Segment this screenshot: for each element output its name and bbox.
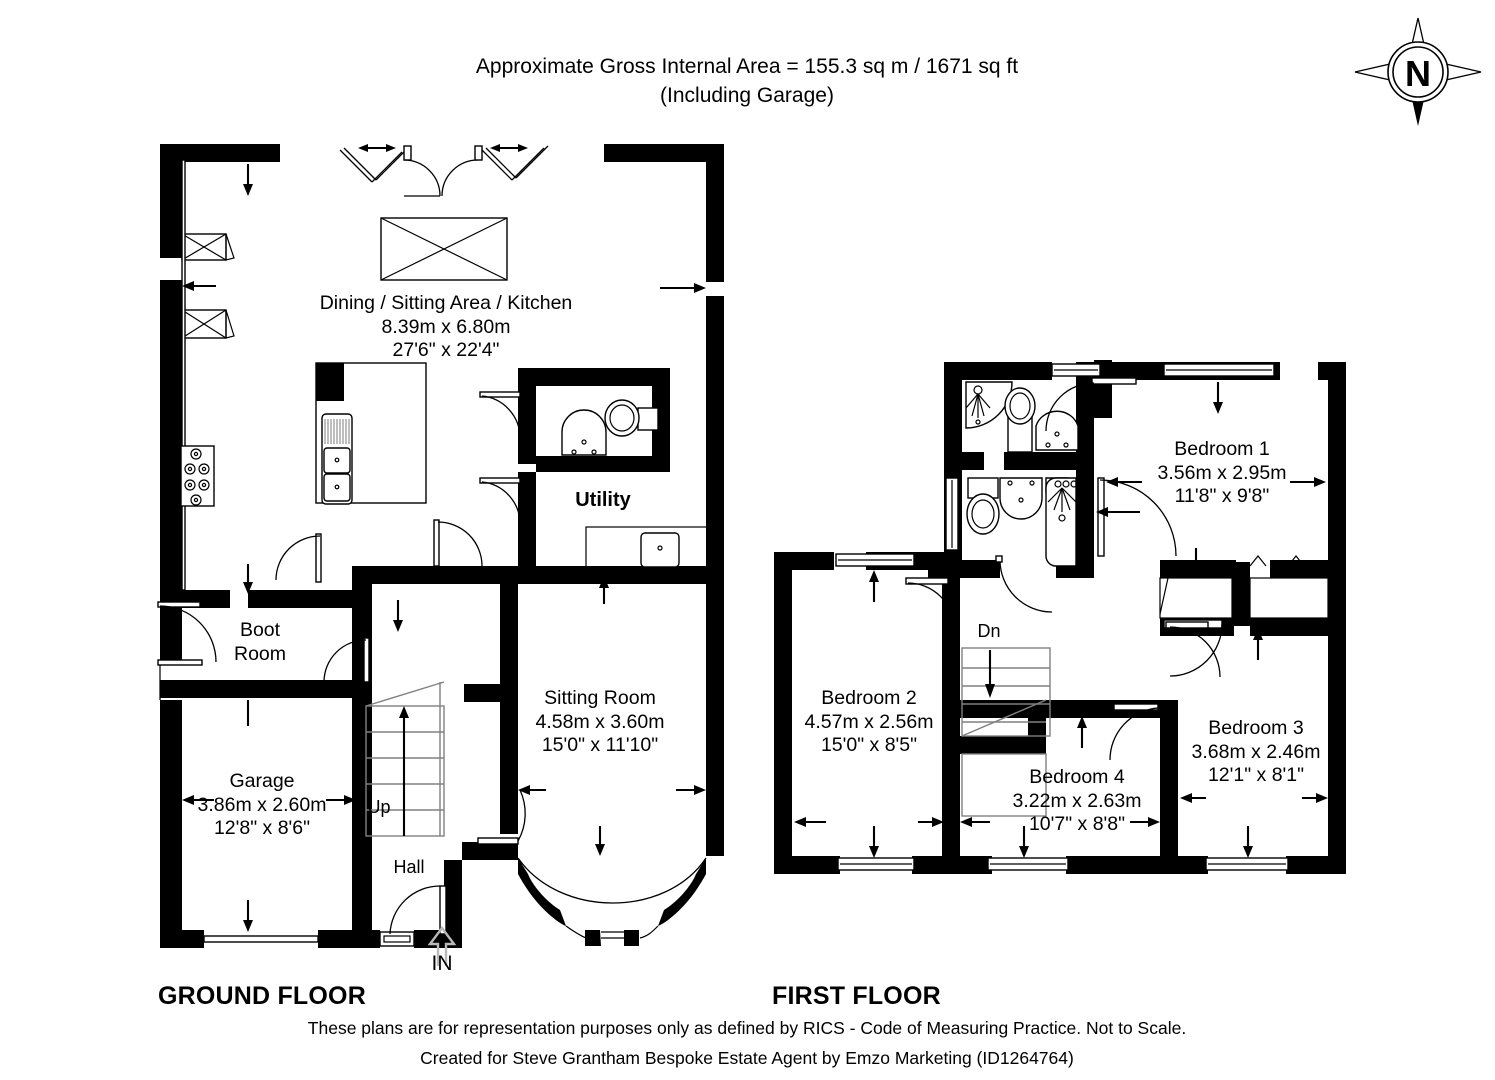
room-label-sitting-room: Sitting Room 4.58m x 3.60m 15'0" x 11'10… [536,687,665,758]
room-metric: 8.39m x 6.80m [381,315,511,338]
room-imperial: 10'7" x 8'8" [1028,813,1126,835]
room-imperial: 12'8" x 8'6" [213,817,311,839]
room-imperial: 15'0" x 11'10" [541,734,659,756]
staircase-down [961,647,1051,817]
window-ensuite [1051,363,1101,377]
room-name: Bedroom 3 [1208,717,1304,739]
room-metric: 3.22m x 2.63m [1012,789,1142,812]
entrance-label: IN [431,952,453,975]
wc-fittings [561,399,659,456]
svg-text:N: N [1405,53,1431,94]
bifold-slide-arrow-left [358,144,396,152]
garage-door [203,935,319,943]
utility-sink-icon [640,532,680,574]
basin-icon-bathroom [999,477,1043,520]
window-bathroom-side [945,477,959,551]
room-label-bedroom-4: Bedroom 4 3.22m x 2.63m 10'7" x 8'8" [1013,766,1142,837]
toilet-icon [604,399,659,437]
window-bedroom1 [1163,363,1275,377]
toilet-icon-ensuite [1004,387,1036,453]
first-floor-windows [835,363,1345,871]
room-label-bedroom-3: Bedroom 3 3.68m x 2.46m 12'1" x 8'1" [1192,717,1321,788]
boot-room-line1: Boot [239,619,281,641]
ground-dimension-arrows [182,164,706,932]
hob-icon [180,445,215,507]
first-floor-title: FIRST FLOOR [772,982,941,1010]
room-label-utility: Utility [575,489,631,513]
basin-icon [561,409,607,456]
north-compass-rose: N [1354,17,1482,126]
bath-shower-icon [1045,477,1078,567]
room-name: Bedroom 1 [1174,438,1270,460]
room-metric: 3.56m x 2.95m [1157,461,1287,484]
sink-icon [321,413,353,505]
window-landing [1249,555,1305,567]
room-label-garage: Garage 3.86m x 2.60m 12'8" x 8'6" [198,770,327,841]
basin-icon-ensuite [1035,410,1079,451]
room-imperial: 27'6" x 22'4" [392,339,500,361]
window-bedroom3-bottom [1205,857,1289,871]
window-bedroom1-side [1331,409,1345,412]
bathroom-fittings [966,477,1078,567]
gross-internal-area-line1: Approximate Gross Internal Area = 155.3 … [475,55,1019,78]
dining-table [380,217,508,281]
first-dimension-arrows [794,382,1328,858]
room-name: Sitting Room [544,687,656,709]
entrance-arrow-icon [427,926,457,966]
room-name: Utility [575,489,631,511]
room-label-bedroom-2: Bedroom 2 4.57m x 2.56m 15'0" x 8'5" [805,687,934,758]
first-floor-walls [774,360,1346,874]
room-label-boot-room: Boot Room [234,619,286,666]
room-name: Bedroom 2 [821,687,917,709]
staircase-up [365,681,445,837]
utility-fittings [585,526,709,584]
room-name: Garage [229,770,295,792]
kitchen-fittings [180,362,427,507]
toilet-icon-bathroom [966,477,1000,535]
room-metric: 3.86m x 2.60m [197,793,327,816]
bifold-slide-arrow-right [490,144,528,152]
window-bedroom2-bottom [837,857,915,871]
ensuite-fittings [965,381,1079,453]
room-imperial: 11'8" x 9'8" [1174,485,1270,507]
hall-label: Hall [393,857,425,877]
ground-floor-windows [157,159,415,947]
ground-floor-doors [275,391,526,935]
room-metric: 4.58m x 3.60m [535,710,665,733]
stairs-dn-label-ground: Dn [299,589,323,609]
room-metric: 3.68m x 2.46m [1191,740,1321,763]
shower-icon-ensuite [965,381,1013,429]
first-floor-doors [905,377,1221,761]
room-imperial: 15'0" x 8'5" [820,734,918,756]
window-casement-upper [181,233,235,261]
room-label-bedroom-1: Bedroom 1 3.56m x 2.95m 11'8" x 9'8" [1158,438,1287,509]
room-label-dining-kitchen: Dining / Sitting Area / Kitchen 8.39m x … [320,292,573,363]
credit-note: Created for Steve Grantham Bespoke Estat… [420,1048,1074,1068]
room-name: Dining / Sitting Area / Kitchen [319,292,573,314]
boot-room-line2: Room [233,642,287,665]
stairs-dn-label-first: Dn [977,621,1001,641]
room-imperial: 12'1" x 8'1" [1207,764,1305,786]
room-metric: 4.57m x 2.56m [804,710,934,733]
window-bedroom4-bottom [987,857,1069,871]
disclaimer-note: These plans are for representation purpo… [307,1018,1187,1038]
window-bedroom2-top [835,553,915,567]
room-name: Bedroom 4 [1029,766,1125,788]
ground-floor-title: GROUND FLOOR [158,982,366,1010]
bifold-doors [339,144,549,197]
gross-internal-area-line2: (Including Garage) [660,84,834,107]
bay-window [517,857,707,946]
stairs-up-label: Up [367,797,391,817]
